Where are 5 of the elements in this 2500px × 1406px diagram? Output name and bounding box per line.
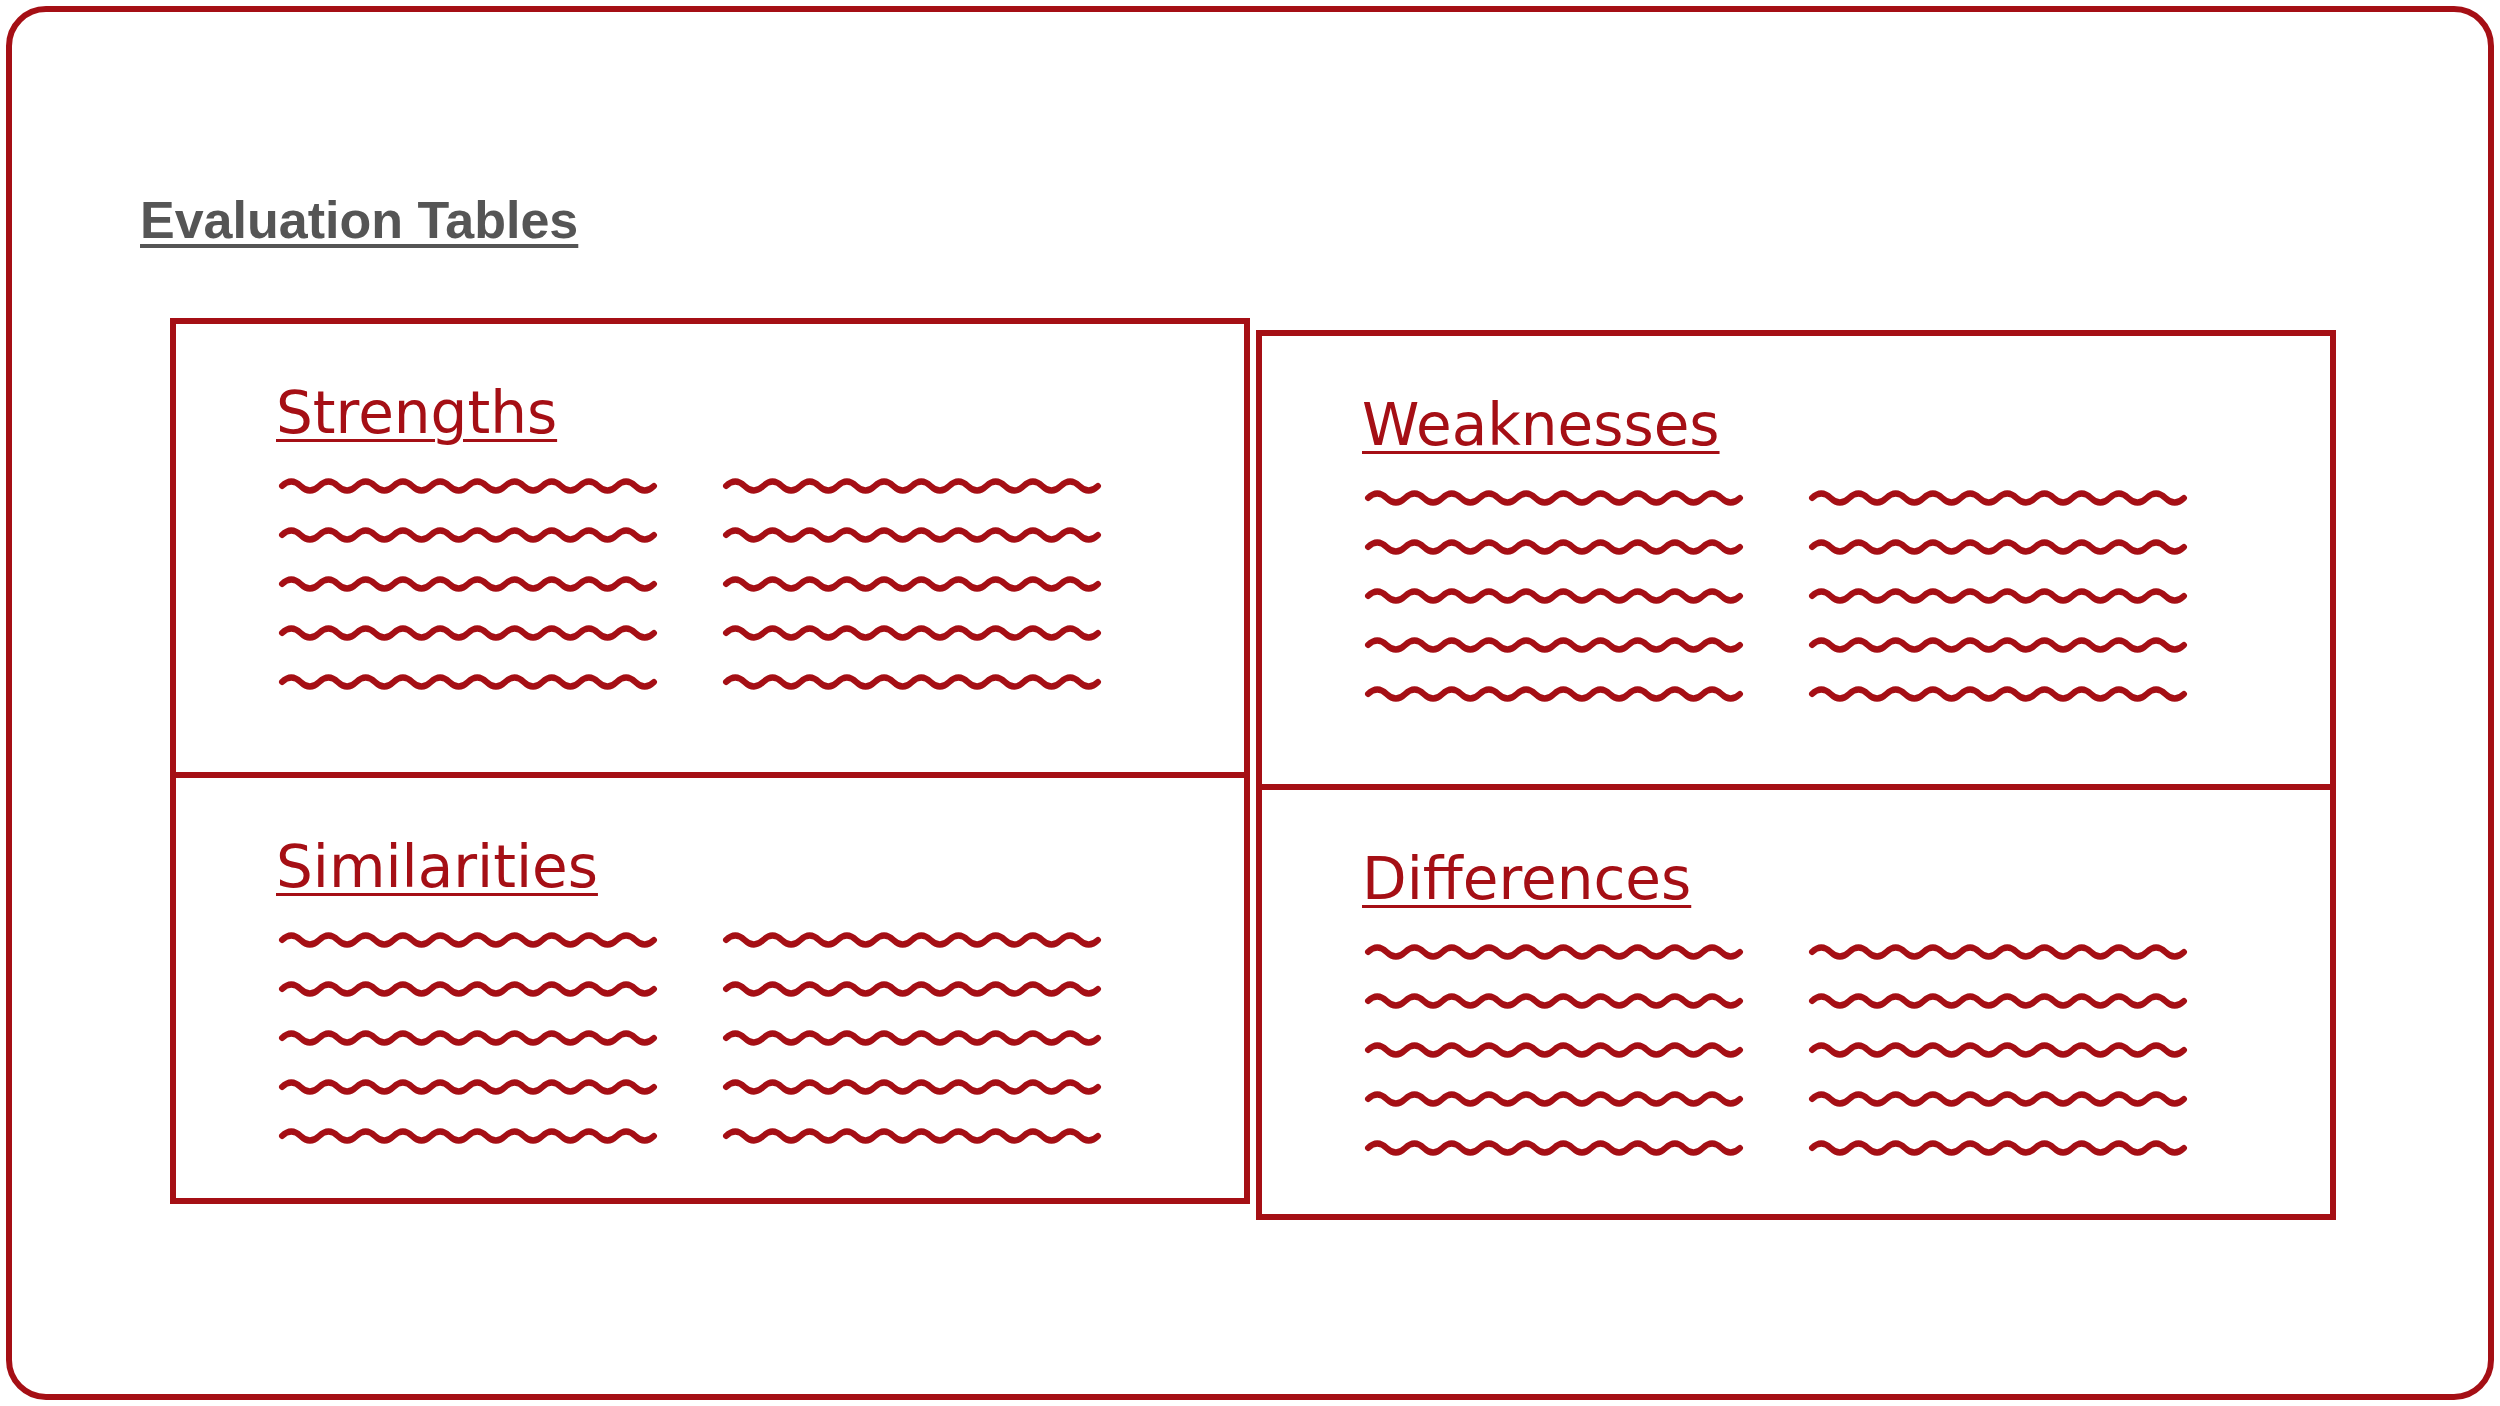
page-title: Evaluation Tables	[140, 190, 579, 250]
panel-heading: Weaknesses	[1362, 391, 1720, 459]
panel-heading: Strengths	[276, 379, 558, 447]
panel-heading: Similarities	[276, 833, 598, 901]
panel-heading: Differences	[1362, 845, 1692, 913]
